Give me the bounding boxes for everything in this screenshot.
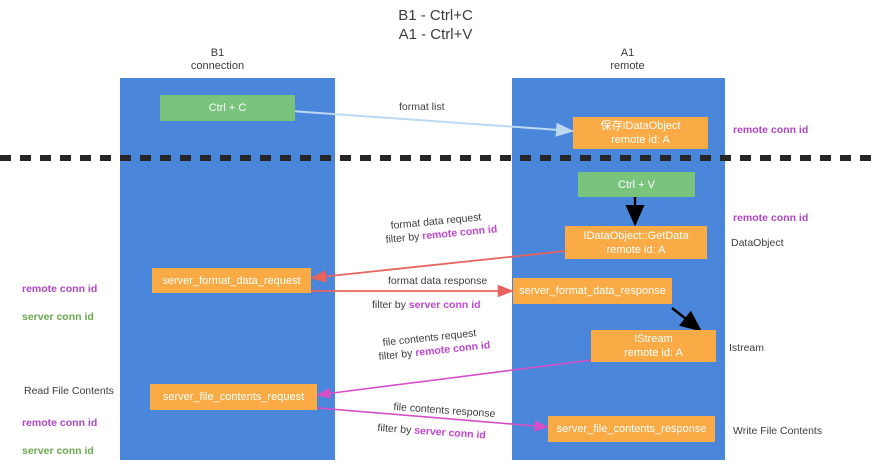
edge-label-format-data-response-filter: filter by server conn id — [372, 298, 481, 312]
legend-remote-conn-id-2: remote conn id — [22, 417, 98, 429]
annotation-read-file-contents: Read File Contents — [24, 385, 114, 397]
filter-prefix: filter by — [378, 347, 416, 363]
node-save-idataobject[interactable]: 保存IDataObject remote id: A — [573, 117, 708, 149]
node-istream[interactable]: IStream remote id: A — [591, 330, 716, 362]
node-server-file-contents-request[interactable]: server_file_contents_request — [150, 384, 317, 410]
node-server-format-data-request[interactable]: server_format_data_request — [152, 268, 311, 293]
column-header-a1: A1 remote — [610, 47, 645, 72]
node-idataobject-getdata[interactable]: IDataObject::GetData remote id: A — [565, 226, 707, 259]
legend-remote-conn-id: remote conn id — [22, 283, 98, 295]
page-title: B1 - Ctrl+C A1 - Ctrl+V — [398, 7, 473, 43]
node-ctrl-c[interactable]: Ctrl + C — [160, 95, 295, 121]
filter-key-server-conn-id: server conn id — [413, 424, 487, 442]
column-header-b1: B1 connection — [190, 47, 245, 72]
node-server-file-contents-response[interactable]: server_file_contents_response — [548, 416, 715, 442]
filter-prefix: filter by — [372, 299, 409, 311]
legend-server-conn-id: server conn id — [22, 311, 94, 323]
node-server-format-data-response[interactable]: server_format_data_response — [513, 278, 672, 304]
filter-key-server-conn-id: server conn id — [408, 299, 481, 311]
dashed-divider — [0, 155, 871, 161]
annotation-write-file-contents: Write File Contents — [733, 425, 823, 437]
annotation-istream: Istream — [729, 342, 765, 354]
edge-label-file-contents-response-filter: filter by server conn id — [377, 421, 486, 443]
node-ctrl-v[interactable]: Ctrl + V — [578, 172, 695, 197]
edge-label-file-contents-response: file contents response — [393, 400, 496, 421]
annotation-dataobject: DataObject — [731, 237, 784, 249]
annotation-remote-conn-id-top: remote conn id — [733, 124, 809, 136]
annotation-legend-left-bottom: remote conn id server conn id — [22, 402, 97, 472]
legend-server-conn-id-2: server conn id — [22, 445, 94, 457]
annotation-remote-conn-id-mid: remote conn id — [733, 212, 809, 224]
edge-label-format-list: format list — [399, 101, 445, 113]
filter-prefix: filter by — [385, 230, 423, 246]
edge-label-format-data-response: format data response — [388, 275, 488, 287]
filter-prefix: filter by — [377, 421, 415, 437]
annotation-legend-left-mid: remote conn id server conn id — [22, 268, 97, 338]
